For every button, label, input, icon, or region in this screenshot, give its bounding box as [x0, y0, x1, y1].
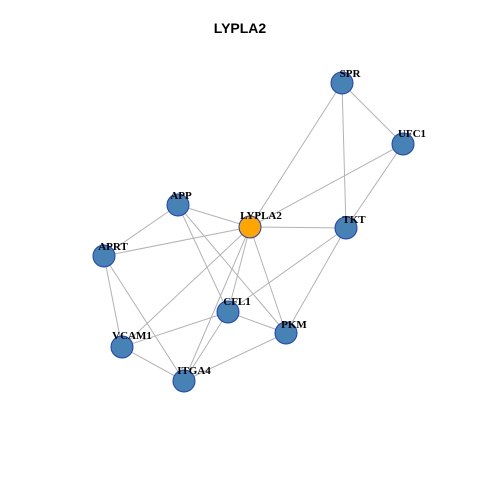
edge-cfl1-itga4: [183, 311, 229, 382]
edge-spr-ufc1: [341, 82, 404, 145]
node-label-pkm: PKM: [281, 319, 307, 331]
node-label-app: APP: [170, 190, 192, 202]
node-pkm: [274, 321, 298, 345]
edge-lypla2-vcam1: [121, 226, 251, 348]
edge-spr-lypla2: [249, 82, 343, 228]
node-spr: [330, 71, 354, 95]
node-aprt: [92, 244, 116, 268]
node-label-cfl1: CFL1: [223, 296, 251, 308]
edge-app-lypla2: [177, 204, 251, 228]
node-cfl1: [216, 300, 240, 324]
node-label-lypla2: LYPLA2: [240, 210, 282, 222]
edge-app-aprt: [103, 204, 179, 257]
node-label-vcam1: VCAM1: [112, 330, 152, 342]
node-label-aprt: APRT: [98, 241, 128, 253]
node-label-tkt: TKT: [342, 214, 366, 226]
node-label-ufc1: UFC1: [398, 128, 426, 140]
node-layer: [92, 71, 415, 393]
edge-lypla2-itga4: [183, 226, 251, 382]
node-label-itga4: ITGA4: [177, 365, 211, 377]
edge-ufc1-tkt: [345, 143, 404, 229]
node-vcam1: [110, 335, 134, 359]
edge-ufc1-lypla2: [249, 143, 404, 228]
node-itga4: [172, 369, 196, 393]
node-label-spr: SPR: [340, 68, 362, 80]
node-app: [166, 193, 190, 217]
node-tkt: [334, 216, 358, 240]
edge-lypla2-pkm: [249, 226, 287, 334]
edge-aprt-itga4: [103, 255, 185, 382]
diagram-title: LYPLA2: [213, 20, 267, 36]
node-lypla2: [238, 215, 262, 239]
edge-spr-tkt: [341, 82, 347, 229]
node-ufc1: [391, 132, 415, 156]
edge-lypla2-cfl1: [227, 226, 251, 313]
edge-tkt-cfl1: [227, 227, 347, 313]
edge-cfl1-vcam1: [121, 311, 229, 348]
edge-aprt-vcam1: [103, 255, 123, 348]
edge-itga4-pkm: [183, 332, 287, 382]
edge-tkt-pkm: [285, 227, 347, 334]
edge-vcam1-itga4: [121, 346, 185, 382]
edge-lypla2-aprt: [103, 226, 251, 257]
edge-app-cfl1: [177, 204, 229, 313]
edge-lypla2-tkt: [249, 226, 347, 229]
